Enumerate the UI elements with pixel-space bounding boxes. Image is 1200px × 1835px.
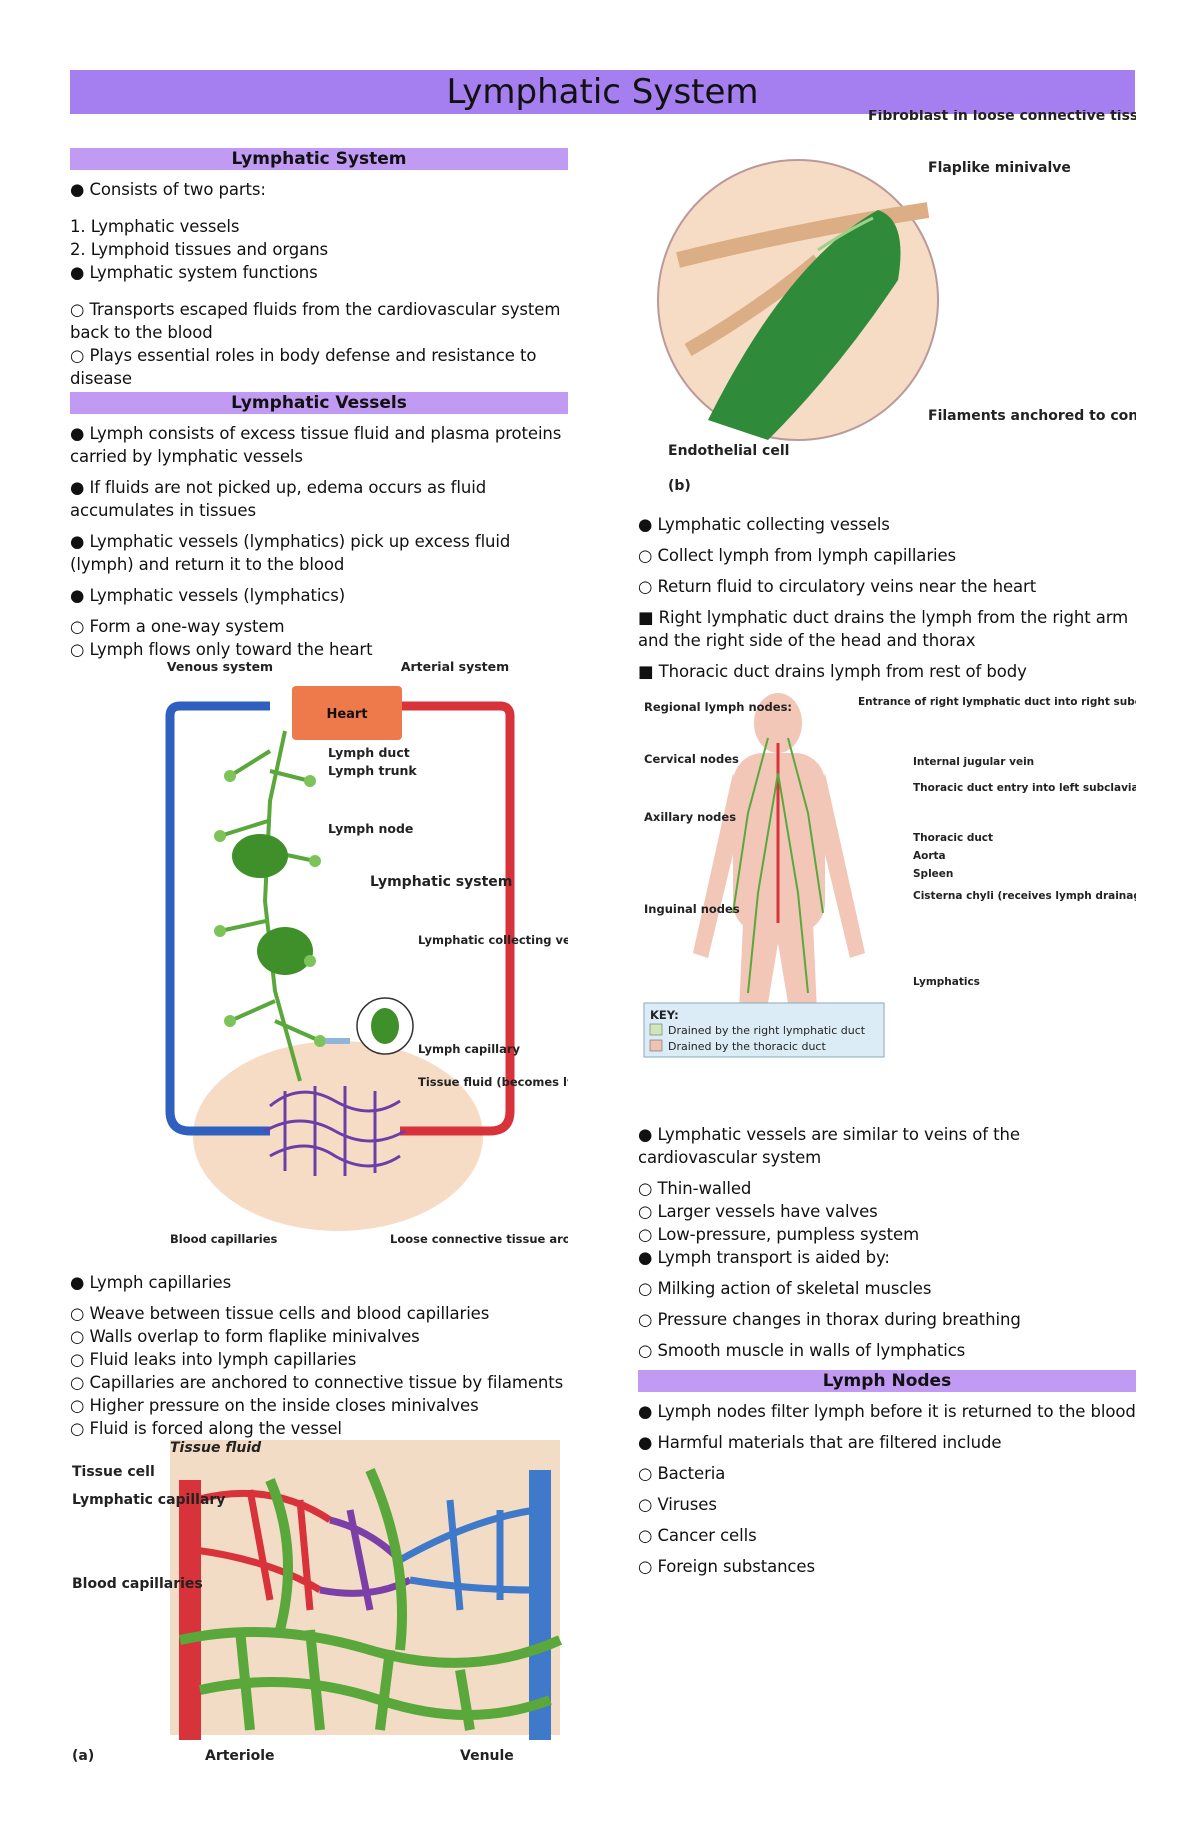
label-lymphatic-capillary: Lymphatic capillary [72,1492,225,1508]
label-venule: Venule [460,1748,514,1764]
text-line: ○ Walls overlap to form flaplike minival… [70,1327,420,1346]
text-line: 2. Lymphoid tissues and organs [70,240,329,259]
figure-lymph-circulation: Heart [70,659,685,1271]
text-line: ○ Plays essential roles in body defense … [70,346,537,388]
label-arteriole: Arteriole [205,1748,275,1764]
section-heading-lymphatic-vessels: Lymphatic Vessels [70,392,568,414]
figure-minivalve: Fibroblast in loose connective tissue Fl… [638,108,1200,505]
text-line: ● Lymphatic system functions [70,263,318,282]
label-fibroblast: Fibroblast in loose connective tissue [868,110,1136,124]
text-line: ○ Larger vessels have valves [638,1202,878,1221]
label-lymph-node: Lymph node [328,821,413,836]
label-jugular: Internal jugular vein [913,756,1034,768]
text-line: ○ Viruses [638,1495,717,1514]
label-tissue-cell: Tissue cell [72,1464,155,1480]
text-line: 1. Lymphatic vessels [70,217,240,236]
text-line: ○ Weave between tissue cells and blood c… [70,1304,490,1323]
label-tissue-fluid: Tissue fluid (becomes lymph) [418,1075,568,1089]
label-lymph-trunk: Lymph trunk [328,763,417,778]
label-lymph-duct: Lymph duct [328,745,410,760]
text-line: ● Harmful materials that are filtered in… [638,1433,1002,1452]
text-line: ● If fluids are not picked up, edema occ… [70,478,487,520]
text-line: ■ Right lymphatic duct drains the lymph … [638,608,1129,650]
text-line: ○ Foreign substances [638,1557,815,1576]
label-panel-b: (b) [668,478,691,494]
text-line: ● Lymph transport is aided by: [638,1248,890,1267]
label-arterial: Arterial system [401,661,509,674]
label-blood-capillaries: Blood capillaries [72,1576,203,1592]
text-line: ● Lymphatic vessels are similar to veins… [638,1125,1020,1167]
text-line: ○ Bacteria [638,1464,726,1483]
text-line: ● Lymph nodes filter lymph before it is … [638,1402,1136,1421]
label-blood-capillaries: Blood capillaries [170,1232,278,1246]
label-spleen: Spleen [913,868,953,880]
label-lymphatic-system: Lymphatic system [370,874,512,890]
right-column: Fibroblast in loose connective tissue Fl… [638,108,1200,1578]
text-line: ● Lymphatic collecting vessels [638,515,890,534]
text-line: ○ Pressure changes in thorax during brea… [638,1310,1021,1329]
text-line: ○ Thin-walled [638,1179,752,1198]
label-panel-a: (a) [72,1748,94,1764]
text-line: ● Lymphatic vessels (lymphatics) pick up… [70,532,511,574]
label-axillary: Axillary nodes [644,810,736,824]
text-line: ○ Collect lymph from lymph capillaries [638,546,957,565]
text-line: ○ Fluid is forced along the vessel [70,1419,342,1438]
label-tissue-fluid: Tissue fluid [170,1440,262,1456]
label-thoracic-entry: Thoracic duct entry into left subclavian… [913,782,1136,794]
label-flaplike: Flaplike minivalve [928,160,1071,176]
text-line: ■ Thoracic duct drains lymph from rest o… [638,662,1027,681]
text-line: ○ Milking action of skeletal muscles [638,1279,932,1298]
text-line: ● Consists of two parts: [70,180,266,199]
label-lymphatics: Lymphatics [913,976,980,988]
figure-capillary-bed: Tissue fluid Tissue cell Lymphatic capil… [70,1440,568,1770]
label-filaments: Filaments anchored to connective tissue [928,408,1136,424]
text-line: ○ Smooth muscle in walls of lymphatics [638,1341,966,1360]
text-line: ○ Lymph flows only toward the heart [70,640,373,659]
label-aorta: Aorta [913,850,946,862]
label-heart: Heart [326,707,367,722]
text-line: ● Lymph capillaries [70,1273,232,1292]
key-swatch-right [649,1023,663,1036]
text-line: ○ Form a one-way system [70,617,285,636]
label-key: KEY: [650,1008,679,1022]
figure-body-lymph: Regional lymph nodes: Cervical nodes Axi… [638,693,1200,1123]
key-right-duct: Drained by the right lymphatic duct [668,1024,866,1037]
label-lymph-capillary: Lymph capillary [418,1042,521,1056]
capillary-bed-illustration: Tissue fluid Tissue cell Lymphatic capil… [72,1440,563,1764]
key-swatch-thoracic [649,1039,663,1052]
text-line: ○ Low-pressure, pumpless system [638,1225,920,1244]
label-regional: Regional lymph nodes: [644,700,792,714]
label-venous: Venous system [167,661,273,674]
lymph-circulation-illustration: Heart [165,659,685,1246]
label-cervical: Cervical nodes [644,752,739,766]
page-title: Lymphatic System [70,70,1135,114]
label-thoracic-duct: Thoracic duct [913,832,993,844]
label-entrance: Entrance of right lymphatic duct into ri… [858,696,1136,708]
label-loose-connective: Loose connective tissue around capillari… [390,1232,568,1246]
minivalve-illustration: Fibroblast in loose connective tissue Fl… [657,108,1200,494]
text-line: ● Lymph consists of excess tissue fluid … [70,424,562,466]
left-column: Lymphatic System ● Consists of two parts… [70,148,685,1770]
label-inguinal: Inguinal nodes [644,902,740,916]
text-line: ○ Higher pressure on the inside closes m… [70,1396,479,1415]
text-line: ○ Capillaries are anchored to connective… [70,1373,564,1392]
key-thoracic-duct: Drained by the thoracic duct [668,1040,826,1053]
body-lymph-illustration: Regional lymph nodes: Cervical nodes Axi… [643,693,1200,1058]
section-heading-lymph-nodes: Lymph Nodes [638,1370,1136,1392]
text-line: ○ Transports escaped fluids from the car… [70,300,561,342]
text-line: ○ Fluid leaks into lymph capillaries [70,1350,357,1369]
label-cisterna: Cisterna chyli (receives lymph drainage … [913,890,1136,902]
text-line: ○ Cancer cells [638,1526,757,1545]
label-collecting-vessels: Lymphatic collecting vessels, with valve… [418,933,568,947]
text-line: ○ Return fluid to circulatory veins near… [638,577,1037,596]
section-heading-lymphatic-system: Lymphatic System [70,148,568,170]
label-endothelial: Endothelial cell [668,443,789,459]
text-line: ● Lymphatic vessels (lymphatics) [70,586,346,605]
